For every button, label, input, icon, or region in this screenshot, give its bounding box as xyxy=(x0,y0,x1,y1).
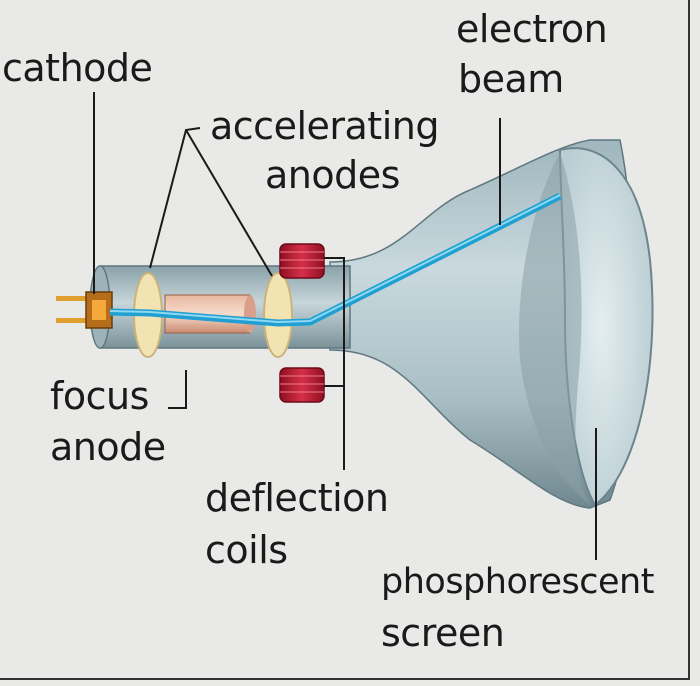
second-accelerating-anode-disc xyxy=(263,272,293,358)
cathode-assembly xyxy=(56,291,113,329)
deflection-coils-label-line2: coils xyxy=(205,528,288,572)
accelerating-anodes-label-line2: anodes xyxy=(265,153,400,197)
focus-anode-label-line1: focus xyxy=(50,374,149,418)
electron-beam-highlight xyxy=(109,194,561,323)
electron-beam-label-line1: electron xyxy=(456,7,608,51)
leader-lines xyxy=(93,92,597,560)
accelerating-anodes-leader-2 xyxy=(185,129,273,277)
accelerating-anodes-leader-1 xyxy=(149,127,201,269)
phosphorescent-screen-label-line2: screen xyxy=(381,611,505,655)
lower-deflection-coil xyxy=(279,367,325,403)
upper-deflection-coil xyxy=(279,243,325,279)
deflection-coils-label-line1: deflection xyxy=(205,476,389,520)
deflection-coils-leader xyxy=(324,257,345,470)
screen-inner-shadow xyxy=(519,152,590,505)
focus-anode-leader xyxy=(168,370,187,409)
electron-beam-label-line2: beam xyxy=(458,57,564,101)
focus-anode-label-line2: anode xyxy=(50,425,166,469)
cathode-label: cathode xyxy=(2,46,153,90)
phosphorescent-screen-label-line1: phosphorescent xyxy=(381,562,654,602)
accelerating-anodes-label-line1: accelerating xyxy=(210,104,439,148)
